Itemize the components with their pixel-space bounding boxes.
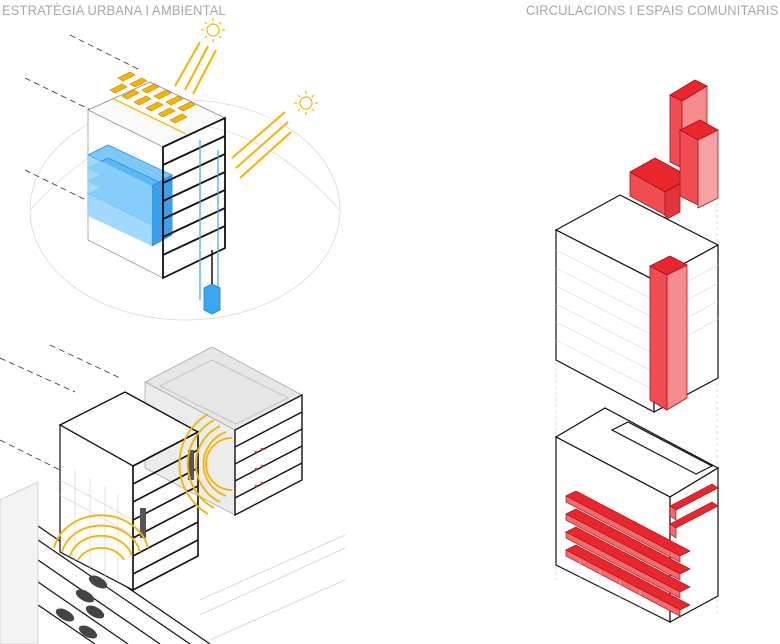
- urban-strategy-diagram: [0, 344, 346, 644]
- environmental-strategy-diagram: [24, 18, 341, 321]
- sun-icon: [201, 18, 225, 42]
- sun-rays: [174, 41, 292, 179]
- left-section-title: ESTRATÈGIA URBANA I AMBIENTAL: [2, 2, 226, 18]
- roof-community-space: [629, 79, 719, 221]
- water-floor-slabs: [87, 144, 173, 247]
- car-icon: [55, 575, 108, 639]
- facade-frame: [162, 116, 226, 280]
- wifi-wave-icon: [178, 413, 233, 515]
- solar-panels: [109, 71, 196, 124]
- community-corridors: [565, 483, 719, 617]
- wifi-wave-icon: [53, 514, 149, 561]
- vertical-circulation-core: [649, 255, 688, 411]
- right-section-title: CIRCULACIONS I ESPAIS COMUNITARIS: [525, 2, 778, 18]
- sun-icon: [294, 91, 318, 115]
- circulation-diagram: [554, 79, 720, 624]
- rainwater-system: [199, 140, 221, 315]
